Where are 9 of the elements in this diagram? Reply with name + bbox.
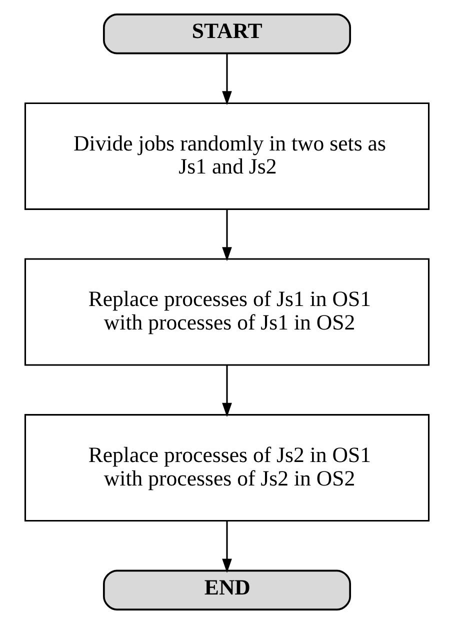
node-box: Divide jobs randomly in two sets as Js1 and Js2 — [24, 102, 430, 210]
arrow — [222, 365, 232, 417]
node-box: START — [102, 13, 352, 54]
node-box: Replace processes of Js2 in OS1 with processes of Js2 in OS2 — [24, 414, 430, 522]
node-box: Replace processes of Js1 in OS1 with processes of Js1 in OS2 — [24, 258, 430, 366]
arrow — [222, 521, 232, 573]
node-box: END — [102, 570, 352, 611]
arrow — [222, 54, 232, 106]
arrow — [222, 209, 232, 262]
